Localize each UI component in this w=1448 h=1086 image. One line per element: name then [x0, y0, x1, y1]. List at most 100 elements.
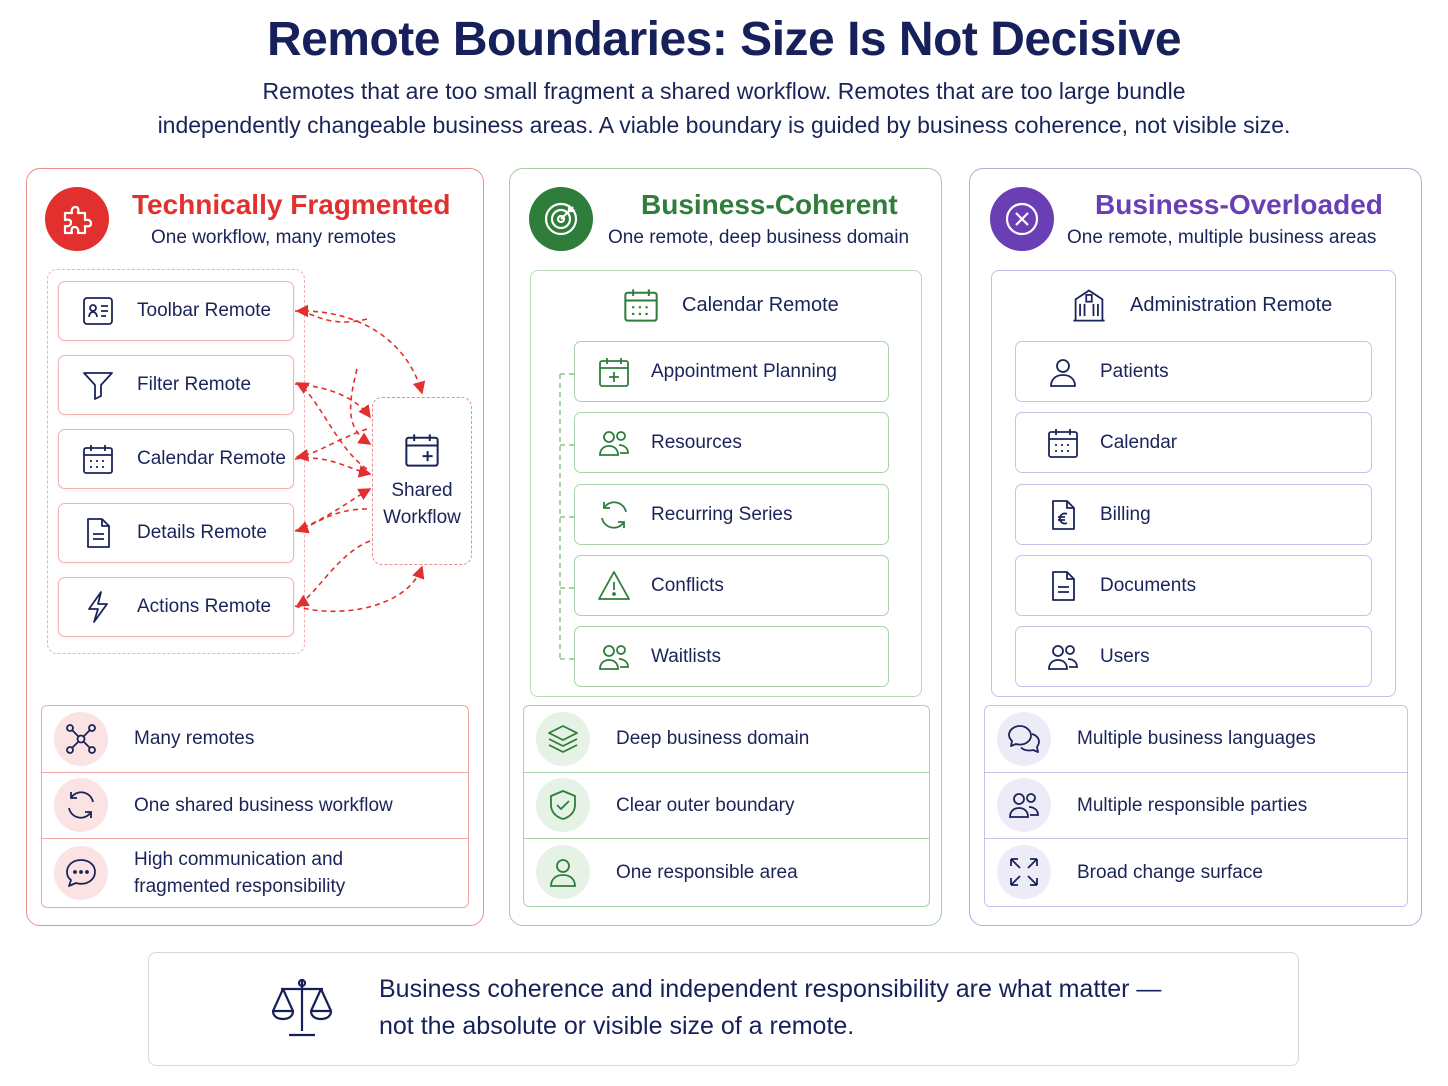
- area-item-calendar[interactable]: Calendar: [1015, 412, 1372, 473]
- person-icon: [536, 845, 590, 900]
- close-circle-icon: [990, 187, 1054, 251]
- feature-row: High communication and fragmented respon…: [42, 839, 468, 907]
- domain-item-appointment-planning[interactable]: Appointment Planning: [574, 341, 889, 402]
- feature-text-line-1: High communication and: [134, 849, 344, 870]
- feature-text-line-2: fragmented responsibility: [134, 876, 346, 897]
- area-item-label: Documents: [1100, 574, 1197, 596]
- remote-card-filter[interactable]: Filter Remote: [58, 355, 294, 415]
- feature-row: One shared business workflow: [42, 773, 468, 839]
- remote-label: Calendar Remote: [137, 448, 286, 469]
- calendar-remote-group: [530, 270, 922, 697]
- group-title-text: Administration Remote: [1130, 293, 1333, 316]
- calendar-icon: [1048, 428, 1078, 458]
- remote-label: Details Remote: [137, 522, 267, 543]
- building-icon: [1073, 289, 1105, 322]
- remote-label: Filter Remote: [137, 374, 252, 395]
- tree-connector: [559, 373, 574, 660]
- panel-title-overloaded: Business-Overloaded: [1095, 189, 1383, 220]
- group-title-text: Calendar Remote: [682, 293, 839, 316]
- area-item-label: Users: [1100, 645, 1150, 667]
- domain-item-waitlists[interactable]: Waitlists: [574, 626, 889, 687]
- document-icon: [87, 518, 110, 548]
- feature-row: Clear outer boundary: [524, 773, 929, 839]
- feature-row: One responsible area: [524, 839, 929, 906]
- remote-label: Toolbar Remote: [137, 300, 272, 321]
- users-icon: [599, 644, 629, 670]
- warning-icon: [598, 570, 630, 600]
- panel-subtitle-overloaded: One remote, multiple business areas: [1067, 227, 1377, 248]
- feature-text: Many remotes: [134, 728, 255, 750]
- area-item-documents[interactable]: Documents: [1015, 555, 1372, 616]
- coherent-features: Deep business domain Clear outer boundar…: [523, 705, 930, 907]
- lightning-icon: [88, 591, 108, 623]
- area-item-users[interactable]: Users: [1015, 626, 1372, 687]
- network-icon: [54, 711, 108, 766]
- filter-icon: [83, 372, 113, 400]
- domain-item-resources[interactable]: Resources: [574, 412, 889, 473]
- layers-icon: [536, 711, 590, 766]
- domain-item-conflicts[interactable]: Conflicts: [574, 555, 889, 616]
- feature-text: Deep business domain: [616, 728, 810, 750]
- panel-title-coherent: Business-Coherent: [641, 189, 898, 220]
- remote-card-details[interactable]: Details Remote: [58, 503, 294, 563]
- group-title-administration-remote: Administration Remote: [1070, 286, 1332, 324]
- feature-text: One shared business workflow: [134, 794, 393, 816]
- cycle-icon: [54, 778, 108, 833]
- remote-card-toolbar[interactable]: Toolbar Remote: [58, 281, 294, 341]
- calendar-icon: [624, 289, 658, 322]
- feature-text: One responsible area: [616, 861, 798, 883]
- feature-row: Many remotes: [42, 706, 468, 773]
- shield-check-icon: [536, 778, 590, 833]
- feature-text: Broad change surface: [1077, 861, 1263, 883]
- workflow-connectors: [294, 304, 426, 613]
- feature-text: Multiple business languages: [1077, 728, 1316, 750]
- scale-icon: [271, 978, 333, 1037]
- users-icon: [599, 430, 629, 456]
- users-icon: [1048, 644, 1078, 670]
- conclusion-text: Business coherence and independent respo…: [379, 971, 1161, 1045]
- panel-subtitle-fragmented: One workflow, many remotes: [151, 227, 396, 248]
- area-item-label: Patients: [1100, 360, 1169, 382]
- domain-item-label: Waitlists: [651, 645, 722, 667]
- conclusion-box: Business coherence and independent respo…: [148, 952, 1299, 1066]
- shared-workflow-line-2: Workflow: [383, 507, 461, 528]
- remote-card-calendar[interactable]: Calendar Remote: [58, 429, 294, 489]
- calendar-icon: [83, 445, 113, 474]
- panel-title-fragmented: Technically Fragmented: [132, 189, 451, 220]
- domain-item-recurring-series[interactable]: Recurring Series: [574, 484, 889, 545]
- remote-label: Actions Remote: [137, 596, 272, 617]
- page-title: Remote Boundaries: Size Is Not Decisive: [266, 13, 1182, 66]
- chat-bubbles-icon: [997, 711, 1051, 766]
- toolbar-icon: [83, 297, 113, 325]
- users-icon: [997, 778, 1051, 833]
- remote-card-actions[interactable]: Actions Remote: [58, 577, 294, 637]
- panel-business-overloaded: Business-Overloaded One remote, multiple…: [969, 168, 1422, 926]
- administration-remote-group: [991, 270, 1396, 697]
- billing-icon: [1052, 499, 1075, 530]
- panel-technically-fragmented: Technically Fragmented One workflow, man…: [26, 168, 484, 926]
- domain-item-label: Conflicts: [651, 574, 724, 596]
- recurring-icon: [601, 500, 627, 529]
- feature-text: High communication and fragmented respon…: [134, 846, 345, 900]
- feature-row: Multiple business languages: [985, 706, 1407, 773]
- fragmented-features: Many remotes One shared business workflo…: [41, 705, 469, 908]
- area-item-label: Calendar: [1100, 431, 1178, 453]
- area-item-label: Billing: [1100, 503, 1151, 525]
- area-item-patients[interactable]: Patients: [1015, 341, 1372, 402]
- puzzle-icon: [45, 187, 109, 251]
- page-subtitle: Remotes that are too small fragment a sh…: [140, 74, 1308, 142]
- area-item-billing[interactable]: Billing: [1015, 484, 1372, 545]
- overloaded-features: Multiple business languages Multiple res…: [984, 705, 1408, 907]
- calendar-plus-icon: [405, 434, 439, 467]
- conclusion-line-2: not the absolute or visible size of a re…: [379, 1012, 855, 1040]
- feature-row: Multiple responsible parties: [985, 773, 1407, 839]
- feature-row: Broad change surface: [985, 839, 1407, 906]
- subtitle-line-2: independently changeable business areas.…: [157, 112, 1291, 138]
- shared-workflow-box: Shared Workflow: [372, 397, 472, 565]
- person-icon: [1050, 358, 1076, 387]
- domain-item-label: Resources: [651, 431, 742, 453]
- conclusion-line-1: Business coherence and independent respo…: [379, 975, 1162, 1003]
- panel-business-coherent: Business-Coherent One remote, deep busin…: [509, 168, 942, 926]
- panel-subtitle-coherent: One remote, deep business domain: [608, 227, 910, 248]
- calendar-plus-icon: [599, 357, 629, 387]
